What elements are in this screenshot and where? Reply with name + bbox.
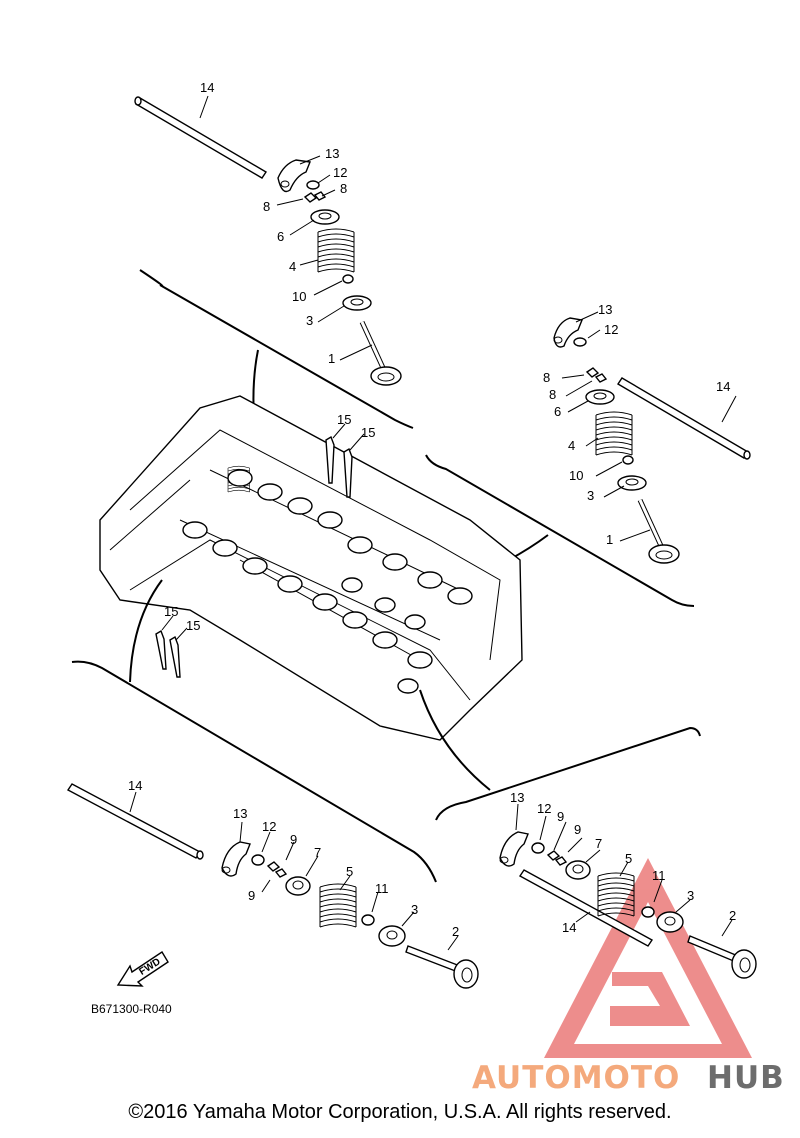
callout-14: 14 (128, 778, 142, 793)
callout-3: 3 (687, 888, 694, 903)
right-group-bracket (425, 454, 695, 607)
watermark-word-automoto: AUTOMOTO (472, 1060, 680, 1096)
callout-9: 9 (557, 809, 564, 824)
callout-3: 3 (587, 488, 594, 503)
callout-6: 6 (277, 229, 284, 244)
bottom-right-callouts: 13 12 9 9 7 5 11 3 14 2 (510, 790, 736, 935)
callout-4: 4 (568, 438, 575, 453)
callout-10: 10 (569, 468, 583, 483)
callout-3: 3 (411, 902, 418, 917)
watermark-word-hub: HUB (707, 1060, 785, 1096)
fwd-arrow: FWD (116, 951, 169, 987)
callout-4: 4 (289, 259, 296, 274)
watermark-logo (544, 858, 752, 1058)
callout-15: 15 (361, 425, 375, 440)
head-valve-springs (182, 465, 473, 694)
bottom-left-callouts: 14 13 12 9 9 7 5 11 3 2 (128, 778, 459, 939)
callout-13: 13 (598, 302, 612, 317)
callout-15: 15 (186, 618, 200, 633)
callout-3: 3 (306, 313, 313, 328)
callout-9: 9 (248, 888, 255, 903)
callout-13: 13 (510, 790, 524, 805)
bottom-left-bracket (71, 660, 437, 883)
callout-7: 7 (314, 845, 321, 860)
top-valve-group (134, 95, 401, 385)
right-valve-group (553, 311, 751, 563)
callout-5: 5 (346, 864, 353, 879)
callout-5: 5 (625, 851, 632, 866)
callout-14: 14 (562, 920, 576, 935)
bottom-right-valve-group (499, 803, 757, 979)
callout-1: 1 (606, 532, 613, 547)
callout-12: 12 (333, 165, 347, 180)
head-bolts (155, 435, 353, 678)
callout-13: 13 (325, 146, 339, 161)
callout-11: 11 (375, 881, 389, 896)
callout-7: 7 (595, 836, 602, 851)
cylinder-head (99, 395, 523, 741)
right-group-callouts: 13 12 14 8 8 6 4 10 3 1 (543, 302, 730, 547)
callout-8: 8 (543, 370, 550, 385)
callout-1: 1 (328, 351, 335, 366)
callout-9: 9 (574, 822, 581, 837)
callout-14: 14 (200, 80, 214, 95)
callout-12: 12 (262, 819, 276, 834)
callout-8: 8 (340, 181, 347, 196)
bolt-callouts: 15 15 15 15 (164, 412, 375, 633)
copyright-notice: ©2016 Yamaha Motor Corporation, U.S.A. A… (128, 1101, 672, 1123)
callout-2: 2 (452, 924, 459, 939)
callout-12: 12 (537, 801, 551, 816)
callout-14: 14 (716, 379, 730, 394)
callout-11: 11 (652, 868, 666, 883)
bottom-right-bracket (435, 726, 701, 821)
callout-12: 12 (604, 322, 618, 337)
callout-13: 13 (233, 806, 247, 821)
callout-8: 8 (549, 387, 556, 402)
top-group-bracket (139, 269, 414, 429)
bottom-left-valve-group (66, 783, 479, 989)
callout-15: 15 (337, 412, 351, 427)
callout-9: 9 (290, 832, 297, 847)
top-group-callouts: 14 13 12 8 8 6 4 10 3 1 (200, 80, 347, 366)
callout-2: 2 (729, 908, 736, 923)
diagram-reference-code: B671300-R040 (91, 1002, 172, 1016)
callout-8: 8 (263, 199, 270, 214)
callout-10: 10 (292, 289, 306, 304)
callout-6: 6 (554, 404, 561, 419)
callout-15: 15 (164, 604, 178, 619)
watermark-text: AUTOMOTO HUB (472, 1060, 785, 1096)
